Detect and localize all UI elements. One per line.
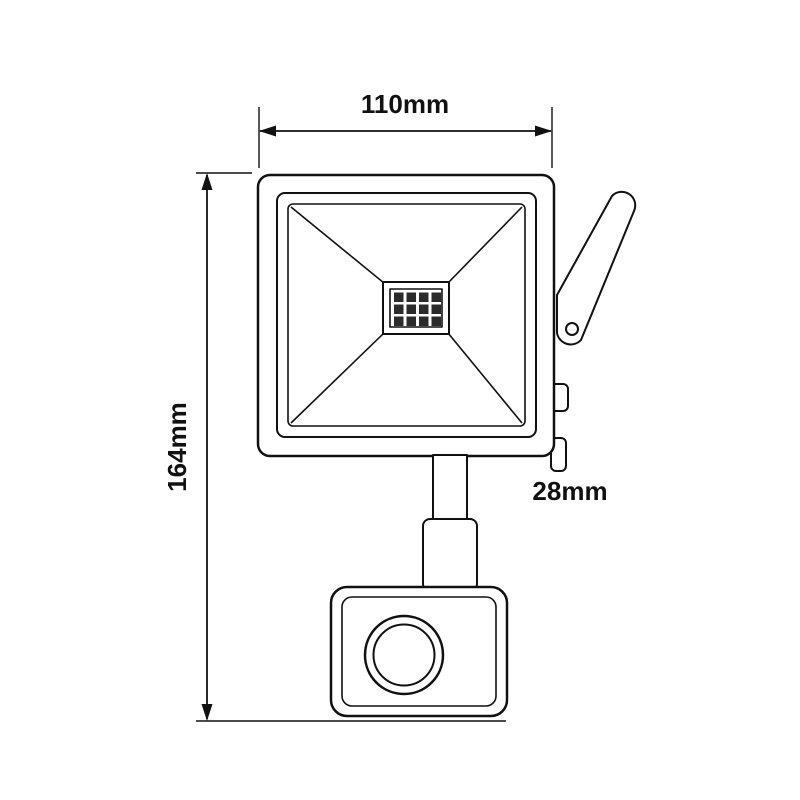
- led-chip: [406, 292, 416, 302]
- sensor-housing: [329, 585, 509, 718]
- mounting-bracket: [549, 190, 637, 472]
- floodlight-body: [256, 173, 556, 458]
- led-chip: [419, 292, 429, 302]
- led-chip: [419, 316, 429, 326]
- pir-lens-inner: [372, 623, 436, 687]
- stem: [422, 454, 478, 592]
- bracket-strap: [556, 190, 637, 346]
- led-chip: [406, 316, 416, 326]
- led-chip: [394, 292, 404, 302]
- reflector-edge: [447, 332, 523, 424]
- pivot-screw-icon: [565, 322, 579, 336]
- neck: [432, 454, 468, 520]
- arrowhead: [259, 125, 276, 137]
- neck-connector: [422, 518, 478, 592]
- depth-dimension-label: 28mm: [532, 476, 607, 506]
- led-chip: [394, 304, 404, 314]
- pir-lens: [363, 614, 445, 696]
- arrowhead: [535, 125, 552, 137]
- led-chip: [431, 316, 441, 326]
- led-panel: [382, 281, 450, 335]
- led-chip: [431, 292, 441, 302]
- reflector-edge: [447, 206, 523, 284]
- height-dimension-label: 164mm: [162, 402, 192, 492]
- dimension-height: 164mm: [162, 172, 506, 722]
- dimension-depth: 28mm: [532, 476, 607, 506]
- dimension-width: 110mm: [258, 89, 553, 168]
- arrowhead: [201, 173, 213, 190]
- frame-inner: [287, 203, 526, 427]
- led-panel-inner: [389, 288, 443, 328]
- led-chip: [394, 316, 404, 326]
- led-chip-grid: [394, 292, 441, 326]
- arrowhead: [201, 704, 213, 721]
- led-chip: [406, 304, 416, 314]
- led-chip: [431, 304, 441, 314]
- reflector-edge: [290, 332, 385, 424]
- led-chip: [419, 304, 429, 314]
- sensor-box-inner: [341, 596, 497, 707]
- width-dimension-label: 110mm: [361, 89, 449, 119]
- reflector-edge: [290, 206, 385, 284]
